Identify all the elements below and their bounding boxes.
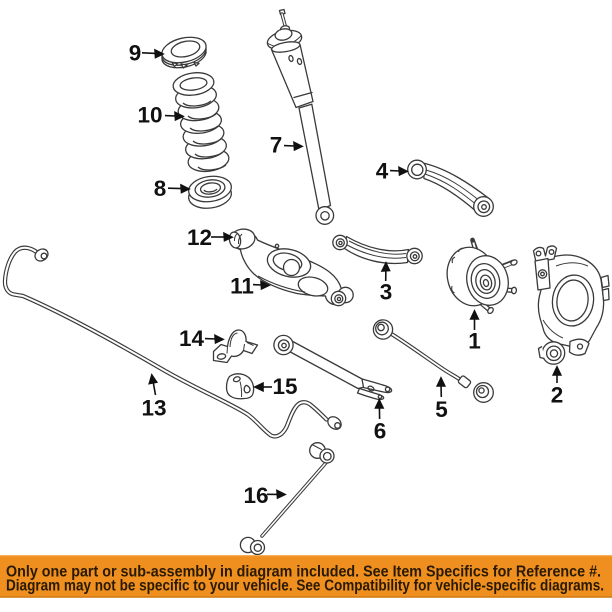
svg-text:7: 7 [270,133,283,158]
svg-text:5: 5 [435,397,448,422]
svg-text:3: 3 [380,280,393,305]
svg-text:12: 12 [187,225,212,250]
svg-text:Only one part or sub-assembly: Only one part or sub-assembly in diagram… [6,564,601,581]
svg-text:10: 10 [137,103,162,128]
svg-text:1: 1 [468,329,481,354]
svg-text:2: 2 [551,383,564,408]
svg-text:8: 8 [154,176,167,201]
svg-text:6: 6 [374,419,387,444]
svg-text:4: 4 [376,159,389,184]
svg-text:9: 9 [129,41,142,66]
svg-text:15: 15 [272,374,297,399]
svg-text:13: 13 [141,396,166,421]
svg-text:11: 11 [230,274,254,299]
svg-text:Diagram may not be specific to: Diagram may not be specific to your vehi… [6,578,604,595]
svg-text:14: 14 [179,326,205,351]
svg-text:16: 16 [243,483,268,508]
